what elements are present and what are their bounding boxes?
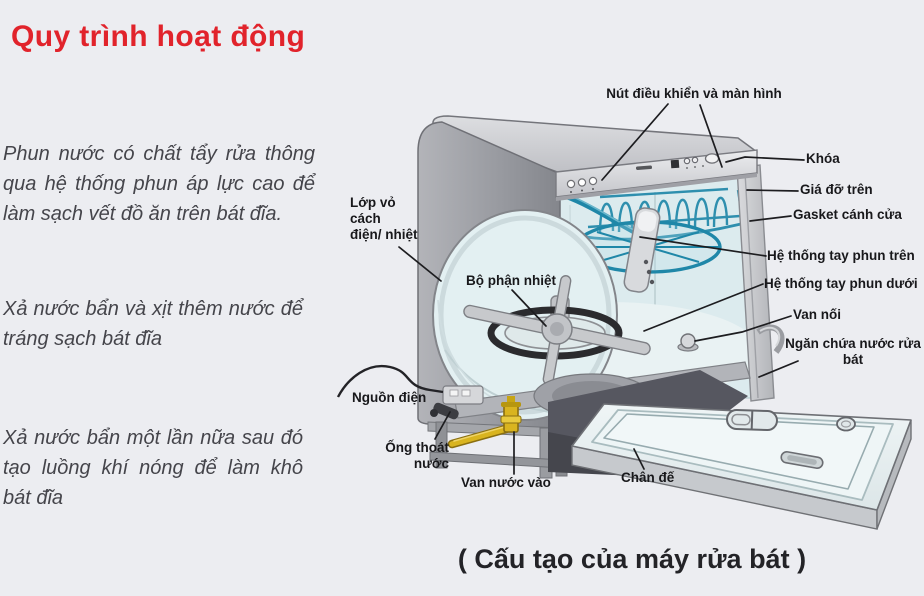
page-title: Quy trình hoạt động <box>11 20 306 53</box>
door-vent <box>780 451 824 469</box>
label-insulation: Lớp vỏ cách điện/ nhiệt <box>350 195 418 243</box>
leader-upper-rack <box>746 189 799 192</box>
label-drain-line2: nước <box>413 456 449 471</box>
leader-heater <box>511 289 547 327</box>
diagram-caption: ( Cấu tạo của máy rửa bát ) <box>457 544 807 574</box>
label-connector-valve: Van nối <box>793 307 842 322</box>
label-detergent-line2: bát <box>842 352 864 367</box>
label-base: Chân đế <box>621 470 675 485</box>
leader-gasket <box>749 215 792 222</box>
lower-spray-arm <box>463 275 651 385</box>
power-cord <box>336 364 444 398</box>
process-step-3: Xả nước bẩn một lần nữa sau đó tạo luồng… <box>3 427 303 509</box>
detergent-dispenser <box>726 408 778 432</box>
process-step-1: Phun nước có chất tẩy rửa thông qua hệ t… <box>3 143 315 225</box>
label-water-inlet-valve: Van nước vào <box>461 475 551 490</box>
leader-insulation <box>398 246 442 282</box>
label-upper-spray-arm: Hệ thống tay phun trên <box>767 248 915 263</box>
leader-lock <box>725 156 805 163</box>
leader-control-right <box>699 104 723 168</box>
label-lock: Khóa <box>806 151 840 166</box>
label-drain-line1: Ống thoát <box>385 440 449 455</box>
label-heating-element: Bộ phận nhiệt <box>466 273 556 288</box>
label-detergent-dispenser: Ngăn chứa nước rửa bát <box>783 336 923 368</box>
leader-spray-top <box>639 236 767 257</box>
leader-base <box>633 448 645 470</box>
water-inlet-pipe <box>447 396 522 449</box>
drain-hose <box>430 402 459 420</box>
label-insulation-line2: cách <box>350 211 381 226</box>
dishwasher-door <box>571 403 912 530</box>
label-lower-spray-arm: Hệ thống tay phun dưới <box>764 276 918 291</box>
label-insulation-line1: Lớp vỏ <box>350 195 396 210</box>
label-drain-pipe: Ống thoát nước <box>371 440 449 472</box>
leader-control-left <box>601 103 669 181</box>
leader-lines <box>398 103 805 475</box>
leader-van-noi <box>694 315 792 342</box>
label-power-source: Nguồn điện <box>352 390 427 405</box>
upper-spray-arm <box>574 207 722 293</box>
process-step-2: Xả nước bẩn và xịt thêm nước để tráng sạ… <box>3 298 303 350</box>
label-upper-rack: Giá đỡ trên <box>800 182 873 197</box>
leader-detergent <box>758 360 799 378</box>
rinse-aid-cap <box>836 416 856 432</box>
label-detergent-line1: Ngăn chứa nước rửa <box>785 336 921 351</box>
label-door-gasket: Gasket cánh cửa <box>793 207 902 222</box>
control-panel <box>555 149 758 201</box>
label-insulation-line3: điện/ nhiệt <box>350 227 418 242</box>
leader-spray-bottom <box>643 283 764 332</box>
dishwasher-illustration <box>336 115 912 530</box>
leader-drain <box>434 411 451 440</box>
label-control-panel: Nút điều khiển và màn hình <box>606 86 782 101</box>
